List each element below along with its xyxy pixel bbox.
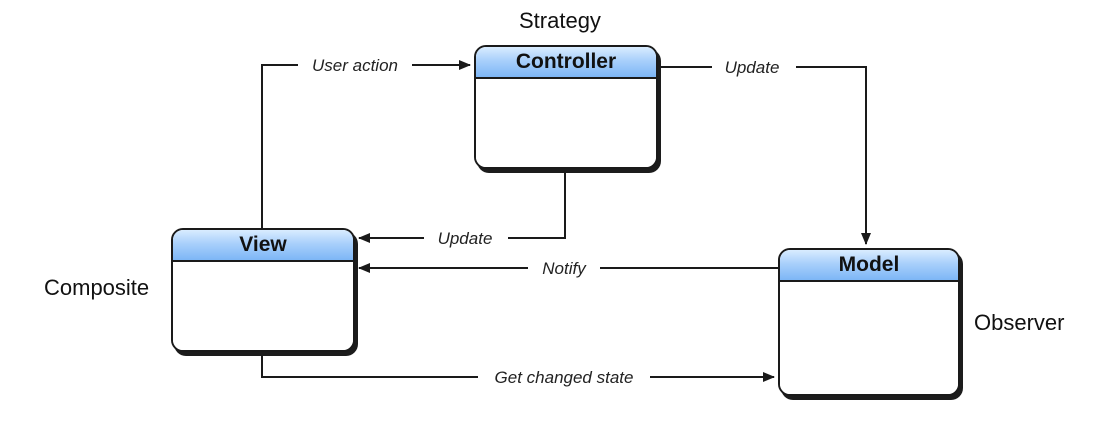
controller-box: Controller: [474, 45, 658, 169]
edge-controller-update-view: Update: [359, 169, 566, 248]
view-title: View: [173, 230, 353, 262]
edge-user-action: User action: [261, 56, 470, 228]
edge-controller-update-model-label: Update: [725, 58, 780, 77]
edge-controller-update-view-line: [359, 169, 566, 238]
controller-pattern-label: Strategy: [519, 8, 601, 33]
model-box: Model: [778, 248, 960, 396]
edge-get-changed-state: Get changed state: [261, 352, 774, 387]
edge-controller-update-model-line: [658, 66, 866, 244]
controller-body: [476, 79, 656, 167]
model-body: [780, 282, 958, 394]
view-box: View: [171, 228, 355, 352]
edge-user-action-label: User action: [312, 56, 398, 75]
edge-notify: Notify: [359, 259, 778, 278]
model-pattern-label: Observer: [974, 310, 1065, 335]
model-title: Model: [780, 250, 958, 282]
edge-get-changed-state-line: [261, 352, 774, 377]
edge-controller-update-model: Update: [658, 58, 866, 244]
edge-user-action-line: [261, 65, 470, 228]
view-body: [173, 262, 353, 350]
edge-notify-label: Notify: [542, 259, 587, 278]
edge-controller-update-view-label: Update: [438, 229, 493, 248]
view-pattern-label: Composite: [44, 275, 150, 300]
edge-get-changed-state-label: Get changed state: [495, 368, 634, 387]
controller-title: Controller: [476, 47, 656, 79]
